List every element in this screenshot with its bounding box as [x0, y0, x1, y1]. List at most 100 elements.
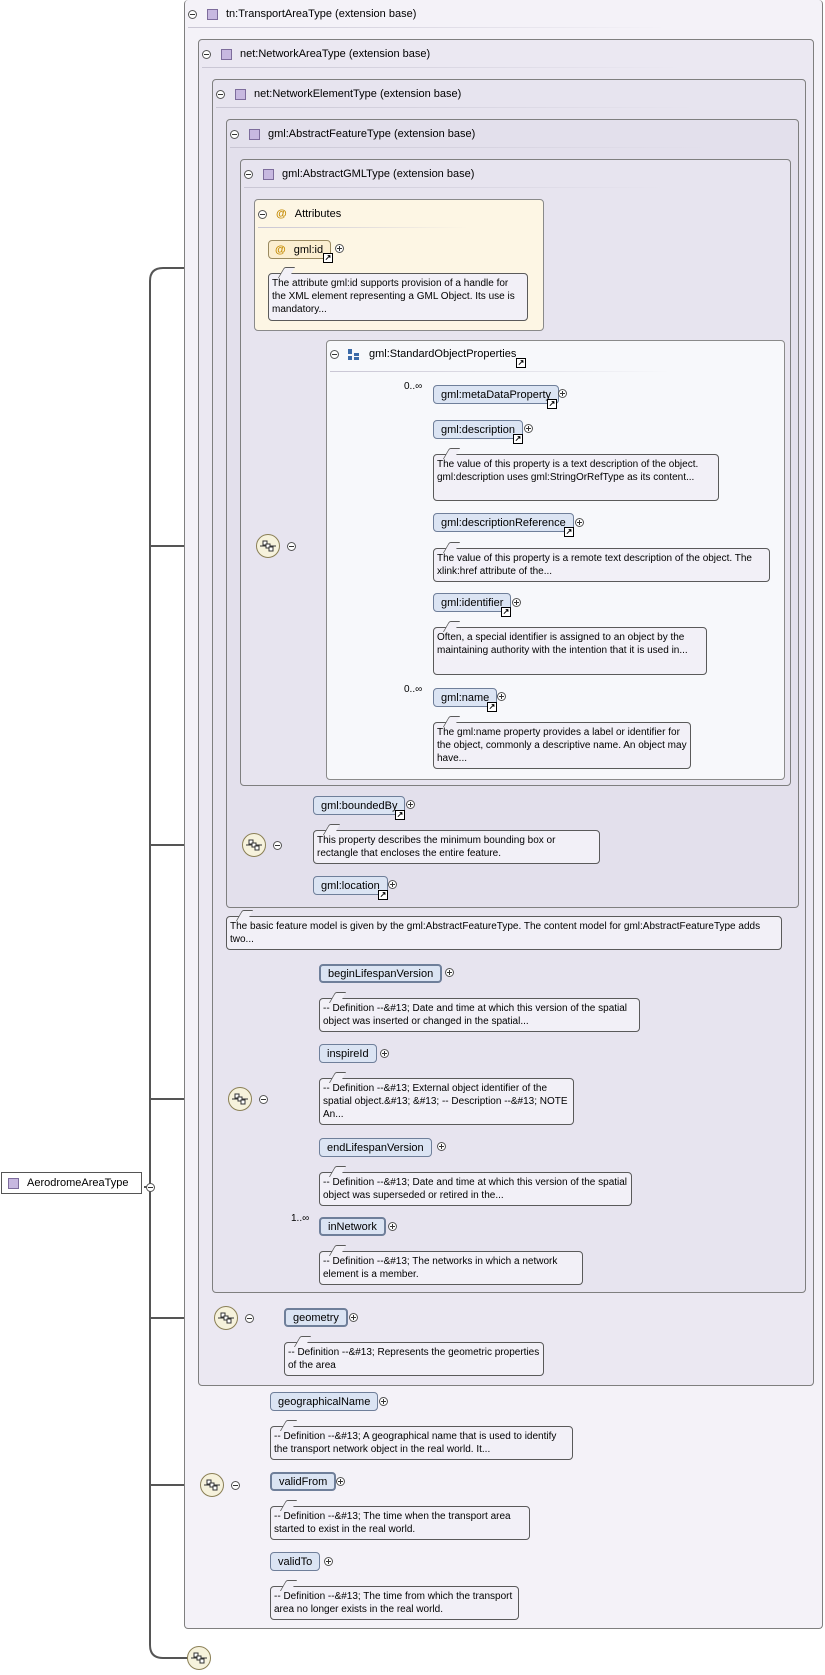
header-rule: [330, 371, 670, 372]
header-rule: [258, 227, 468, 228]
beginlifespanversion-note: -- Definition --&#13; Date and time at w…: [319, 998, 640, 1032]
sequence-icon[interactable]: [200, 1473, 224, 1497]
header-rule: [188, 27, 668, 28]
gml-boundedby-note: This property describes the minimum boun…: [313, 830, 600, 864]
inspireid-note: -- Definition --&#13; External object id…: [319, 1078, 574, 1125]
geographicalname-note: -- Definition --&#13; A geographical nam…: [270, 1426, 573, 1460]
geographicalname-element[interactable]: geographicalName: [270, 1392, 379, 1411]
expand-icon[interactable]: [380, 1049, 389, 1058]
expand-icon[interactable]: [335, 244, 344, 253]
collapse-icon[interactable]: [146, 1183, 155, 1192]
collapse-icon[interactable]: [216, 89, 225, 99]
reference-arrow-icon[interactable]: ↗: [513, 434, 523, 444]
abstract-feature-note: The basic feature model is given by the …: [226, 916, 782, 950]
collapse-icon[interactable]: [259, 1095, 268, 1104]
expand-icon[interactable]: [497, 692, 506, 701]
expand-icon[interactable]: [388, 1222, 397, 1231]
inspireid-element[interactable]: inspireId: [319, 1044, 377, 1063]
gml-id-note: The attribute gml:id supports provision …: [268, 273, 528, 321]
gml-name-element[interactable]: gml:name: [433, 688, 498, 707]
innetwork-element[interactable]: inNetwork: [319, 1217, 386, 1236]
validfrom-element[interactable]: validFrom: [270, 1472, 337, 1491]
expand-icon[interactable]: [324, 1557, 333, 1566]
sequence-icon[interactable]: [256, 534, 280, 558]
group-icon: [348, 348, 359, 360]
abstract-feature-type-header[interactable]: gml:AbstractFeatureType (extension base): [230, 126, 475, 142]
gml-name-note: The gml:name property provides a label o…: [433, 722, 691, 769]
complex-type-icon: [8, 1177, 19, 1189]
collapse-icon[interactable]: [231, 1481, 240, 1490]
expand-icon[interactable]: [379, 1397, 388, 1406]
sequence-icon[interactable]: [242, 833, 266, 857]
transport-area-type-header[interactable]: tn:TransportAreaType (extension base): [188, 6, 416, 22]
header-rule: [244, 187, 664, 188]
gml-description-element[interactable]: gml:description: [433, 420, 523, 439]
collapse-icon[interactable]: [244, 169, 253, 179]
attributes-header-label: Attributes: [294, 208, 342, 220]
reference-arrow-icon[interactable]: ↗: [323, 253, 333, 263]
standard-object-properties-header[interactable]: gml:StandardObjectProperties: [330, 346, 516, 362]
sequence-icon[interactable]: [228, 1087, 252, 1111]
network-area-type-label: net:NetworkAreaType (extension base): [240, 48, 431, 60]
expand-icon[interactable]: [406, 800, 415, 809]
expand-icon[interactable]: [349, 1313, 358, 1322]
gml-description-note: The value of this property is a text des…: [433, 454, 719, 501]
expand-icon[interactable]: [336, 1477, 345, 1486]
collapse-icon[interactable]: [258, 209, 267, 219]
network-element-type-label: net:NetworkElementType (extension base): [254, 88, 462, 100]
gml-identifier-note: Often, a special identifier is assigned …: [433, 627, 707, 675]
gml-boundedby-element[interactable]: gml:boundedBy: [313, 796, 406, 815]
gml-metadataproperty-element[interactable]: gml:metaDataProperty: [433, 385, 560, 404]
collapse-icon[interactable]: [273, 841, 282, 850]
complex-type-icon: [207, 8, 218, 20]
expand-icon[interactable]: [575, 518, 584, 527]
collapse-icon[interactable]: [188, 9, 197, 19]
reference-arrow-icon[interactable]: ↗: [487, 702, 497, 712]
header-rule: [202, 67, 682, 68]
network-area-type-header[interactable]: net:NetworkAreaType (extension base): [202, 46, 430, 62]
expand-icon[interactable]: [437, 1142, 446, 1151]
collapse-icon[interactable]: [287, 542, 296, 551]
innetwork-note: -- Definition --&#13; The networks in wh…: [319, 1251, 583, 1285]
abstract-feature-type-label: gml:AbstractFeatureType (extension base): [268, 128, 476, 140]
root-type-node[interactable]: AerodromeAreaType: [1, 1172, 142, 1194]
expand-icon[interactable]: [388, 880, 397, 889]
expand-icon[interactable]: [524, 424, 533, 433]
geometry-element[interactable]: geometry: [284, 1308, 348, 1327]
reference-arrow-icon[interactable]: ↗: [395, 810, 405, 820]
gml-descriptionreference-element[interactable]: gml:descriptionReference: [433, 513, 574, 532]
root-type-label: AerodromeAreaType: [27, 1177, 129, 1189]
reference-arrow-icon[interactable]: ↗: [516, 358, 526, 368]
attributes-header[interactable]: @ Attributes: [258, 206, 341, 222]
reference-arrow-icon[interactable]: ↗: [378, 890, 388, 900]
collapse-icon[interactable]: [245, 1314, 254, 1323]
attribute-icon: @: [276, 208, 287, 220]
transport-area-type-label: tn:TransportAreaType (extension base): [226, 8, 417, 20]
gml-identifier-element[interactable]: gml:identifier: [433, 593, 512, 612]
reference-arrow-icon[interactable]: ↗: [547, 399, 557, 409]
beginlifespanversion-element[interactable]: beginLifespanVersion: [319, 964, 443, 983]
network-element-type-header[interactable]: net:NetworkElementType (extension base): [216, 86, 461, 102]
validto-note: -- Definition --&#13; The time from whic…: [270, 1586, 519, 1620]
expand-icon[interactable]: [445, 968, 454, 977]
reference-arrow-icon[interactable]: ↗: [564, 527, 574, 537]
sequence-icon[interactable]: [214, 1306, 238, 1330]
sequence-icon[interactable]: [187, 1646, 211, 1670]
expand-icon[interactable]: [558, 389, 567, 398]
reference-arrow-icon[interactable]: ↗: [501, 607, 511, 617]
validto-element[interactable]: validTo: [270, 1552, 321, 1571]
collapse-icon[interactable]: [330, 349, 339, 359]
complex-type-icon: [249, 128, 260, 140]
expand-icon[interactable]: [512, 598, 521, 607]
gml-id-label: gml:id: [293, 244, 324, 256]
multiplicity-label: 0..∞: [404, 684, 423, 695]
attribute-icon: @: [275, 244, 286, 256]
gml-location-element[interactable]: gml:location: [313, 876, 388, 895]
collapse-icon[interactable]: [202, 49, 211, 59]
validfrom-note: -- Definition --&#13; The time when the …: [270, 1506, 530, 1540]
gml-id-attribute[interactable]: @ gml:id: [268, 240, 332, 259]
endlifespanversion-note: -- Definition --&#13; Date and time at w…: [319, 1172, 632, 1206]
endlifespanversion-element[interactable]: endLifespanVersion: [319, 1138, 432, 1157]
collapse-icon[interactable]: [230, 129, 239, 139]
abstract-gml-type-header[interactable]: gml:AbstractGMLType (extension base): [244, 166, 474, 182]
